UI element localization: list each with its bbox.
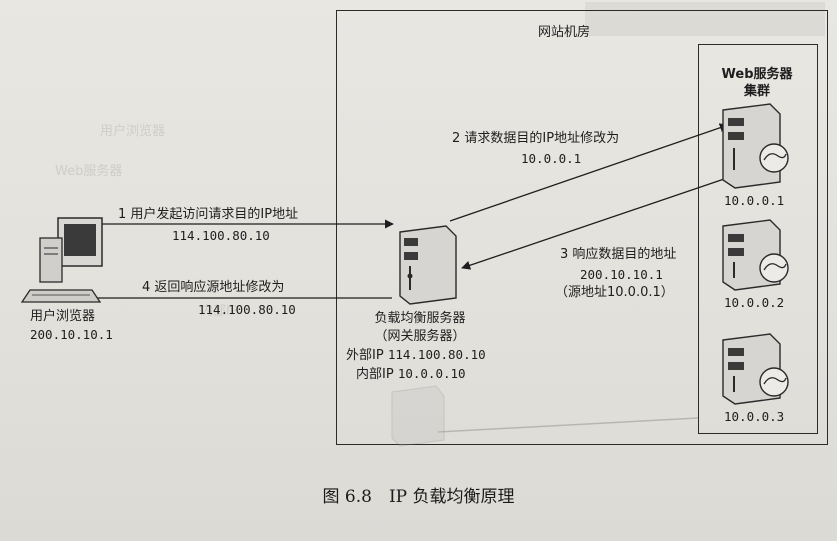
step3-note: （源地址10.0.0.1）: [555, 285, 674, 300]
cluster-boundary: [698, 44, 818, 434]
step4-label: 4 返回响应源地址修改为: [142, 280, 285, 295]
web-server-3-ip: 10.0.0.3: [724, 409, 785, 424]
cluster-title-line1: Web服务器: [721, 67, 793, 82]
room-boundary: [336, 10, 828, 445]
room-title: 网站机房: [538, 25, 591, 40]
load-balancer-name: 负载均衡服务器: [374, 311, 466, 326]
web-server-1-ip: 10.0.0.1: [724, 193, 785, 208]
step2-ip: 10.0.0.1: [521, 151, 582, 166]
step3-arrow: [461, 176, 731, 270]
internal-ip-value: 10.0.0.10: [397, 366, 466, 381]
step1-label: 1 用户发起访问请求目的IP地址: [118, 207, 299, 222]
load-balancer-internal: 内部IP 10.0.0.10: [356, 365, 466, 383]
client-name: 用户浏览器: [30, 309, 96, 324]
load-balancer-server-icon: [399, 225, 457, 305]
step3-label: 3 响应数据目的地址: [560, 247, 677, 262]
external-ip-label: 外部IP: [346, 348, 384, 363]
client-ip: 200.10.10.1: [30, 327, 113, 342]
cluster-link: [437, 417, 699, 433]
web-server-3-icon: [722, 333, 789, 405]
external-ip-value: 114.100.80.10: [387, 347, 486, 362]
figure-caption: 图 6.8 IP 负载均衡原理: [322, 487, 515, 507]
internal-ip-label: 内部IP: [356, 367, 394, 382]
step2-arrow: [449, 123, 729, 222]
web-server-2-icon: [722, 219, 789, 291]
step2-label: 2 请求数据目的IP地址修改为: [452, 131, 620, 146]
computer-icon: [20, 217, 103, 303]
step3-ip: 200.10.10.1: [580, 267, 663, 282]
step1-ip: 114.100.80.10: [172, 228, 270, 243]
web-server-2-ip: 10.0.0.2: [724, 295, 785, 310]
web-server-1-icon: [722, 103, 789, 189]
step4-ip: 114.100.80.10: [198, 302, 296, 317]
load-balancer-subtitle: （网关服务器）: [374, 329, 466, 344]
load-balancer-external: 外部IP 114.100.80.10: [346, 346, 486, 364]
cluster-title-line2: 集群: [743, 84, 770, 99]
